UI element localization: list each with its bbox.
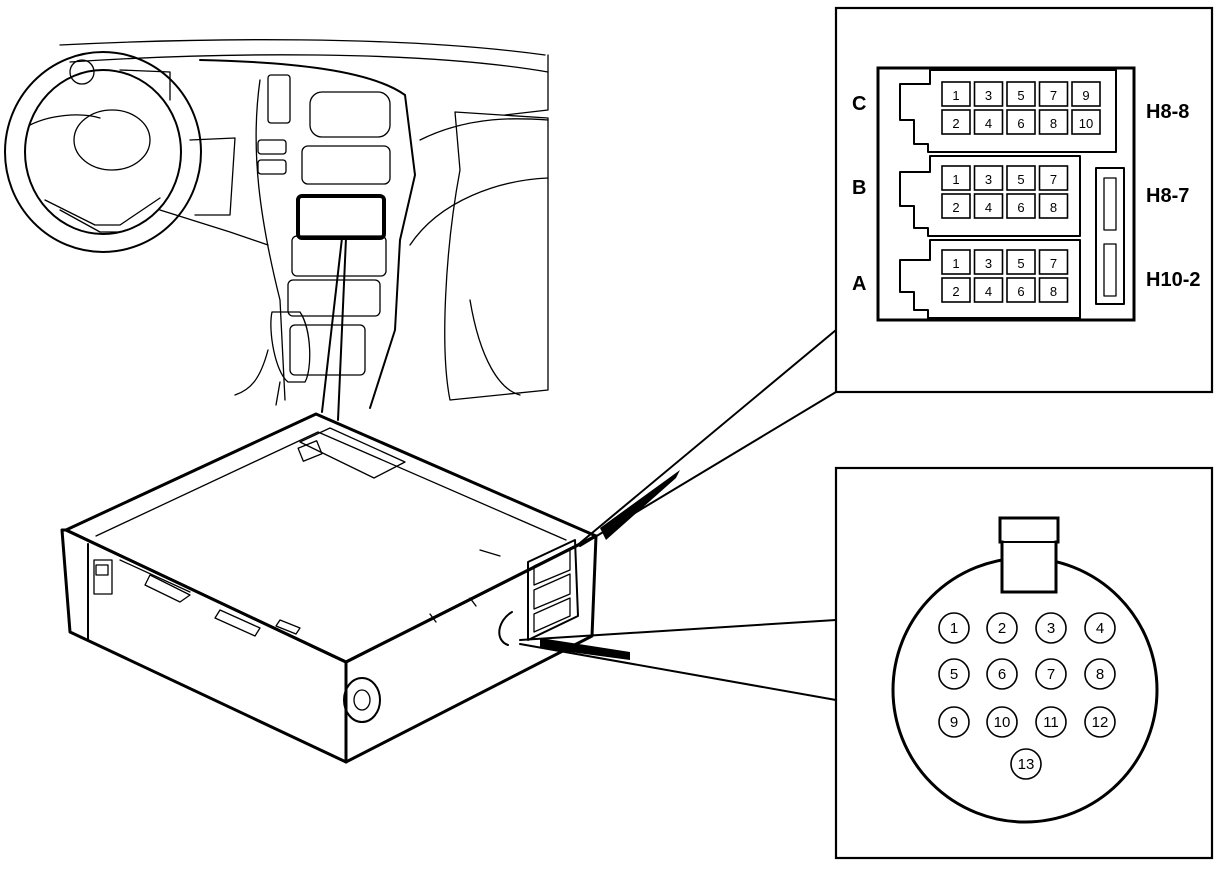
pin-box-row-b-4	[973, 193, 1004, 219]
round-pin-label-2: 2	[998, 620, 1006, 637]
pin-label-row-a-8: 8	[1050, 284, 1057, 299]
pin-label-row-b-6: 6	[1017, 200, 1024, 215]
pin-box-row-b-5	[1006, 165, 1036, 191]
pin-label-row-b-5: 5	[1017, 172, 1024, 187]
console-controls	[257, 74, 391, 376]
pin-box-row-b-3	[973, 165, 1004, 191]
round-pin-label-5: 5	[950, 666, 958, 683]
round-pin-8	[1084, 658, 1116, 690]
round-pin-label-10: 10	[994, 714, 1011, 731]
pin-box-row-c-5	[1006, 81, 1036, 107]
gear-shift	[270, 311, 311, 406]
round-pin-label-13: 13	[1018, 756, 1035, 773]
pin-label-row-a-5: 5	[1017, 256, 1024, 271]
pin-box-row-c-10	[1071, 109, 1101, 135]
pin-label-row-a-4: 4	[985, 284, 992, 299]
pin-box-row-c-4	[973, 109, 1004, 135]
radio-slot	[296, 194, 386, 240]
pin-label-row-c-10: 10	[1079, 116, 1093, 131]
pin-box-row-c-2	[941, 109, 971, 135]
round-pin-6	[986, 658, 1018, 690]
pin-label-row-c-3: 3	[985, 88, 992, 103]
pin-box-row-a-3	[973, 249, 1004, 275]
pin-box-row-c-7	[1038, 81, 1069, 107]
round-pin-12	[1084, 706, 1116, 738]
pin-box-row-a-8	[1038, 277, 1069, 303]
pin-label-row-c-4: 4	[985, 116, 992, 131]
row-letter-a: A	[852, 273, 866, 295]
round-pin-9	[938, 706, 970, 738]
pin-label-row-b-3: 3	[985, 172, 992, 187]
pin-label-row-a-3: 3	[985, 256, 992, 271]
round-pin-label-6: 6	[998, 666, 1006, 683]
radio-unit	[60, 412, 598, 764]
pin-label-row-c-9: 9	[1082, 88, 1089, 103]
round-pin-label-7: 7	[1047, 666, 1055, 683]
pin-label-row-b-7: 7	[1050, 172, 1057, 187]
pin-label-row-c-1: 1	[952, 88, 959, 103]
round-pin-13	[1010, 748, 1042, 780]
pin-box-row-c-8	[1038, 109, 1069, 135]
round-pin-3	[1035, 612, 1067, 644]
connector-code-h10-2: H10-2	[1146, 269, 1200, 291]
round-pin-label-12: 12	[1092, 714, 1109, 731]
pin-box-row-c-9	[1071, 81, 1101, 107]
round-pin-label-11: 11	[1043, 714, 1059, 731]
round-pin-label-1: 1	[950, 620, 958, 637]
connector-code-h8-8: H8-8	[1146, 101, 1189, 123]
pin-box-row-b-7	[1038, 165, 1069, 191]
pin-box-row-b-6	[1006, 193, 1036, 219]
round-pin-11	[1035, 706, 1067, 738]
pin-box-row-a-5	[1006, 249, 1036, 275]
pin-box-row-a-2	[941, 277, 971, 303]
pin-label-row-c-5: 5	[1017, 88, 1024, 103]
pin-label-row-a-7: 7	[1050, 256, 1057, 271]
pin-label-row-c-2: 2	[952, 116, 959, 131]
row-letter-c: C	[852, 93, 866, 115]
round-pin-4	[1084, 612, 1116, 644]
pin-label-row-a-1: 1	[952, 256, 959, 271]
pin-label-row-c-8: 8	[1050, 116, 1057, 131]
pin-box-row-c-6	[1006, 109, 1036, 135]
connector-code-h8-7: H8-7	[1146, 185, 1189, 207]
pin-label-row-b-4: 4	[985, 200, 992, 215]
pin-box-row-a-1	[941, 249, 971, 275]
round-pin-7	[1035, 658, 1067, 690]
pin-label-row-a-6: 6	[1017, 284, 1024, 299]
pin-box-row-b-8	[1038, 193, 1069, 219]
callout-leaders	[519, 329, 837, 701]
dashboard-illustration	[4, 39, 549, 421]
pin-label-row-c-7: 7	[1050, 88, 1057, 103]
round-pin-label-3: 3	[1047, 620, 1055, 637]
pin-box-row-a-7	[1038, 249, 1069, 275]
round-pin-1	[938, 612, 970, 644]
pin-box-row-b-1	[941, 165, 971, 191]
steering-wheel	[4, 51, 202, 253]
pin-label-row-b-8: 8	[1050, 200, 1057, 215]
round-pin-label-9: 9	[950, 714, 958, 731]
pin-label-row-b-2: 2	[952, 200, 959, 215]
row-letter-b: B	[852, 177, 866, 199]
round-pin-label-4: 4	[1096, 620, 1104, 637]
round-pin-label-8: 8	[1096, 666, 1104, 683]
pin-label-row-c-6: 6	[1017, 116, 1024, 131]
pin-box-row-a-6	[1006, 277, 1036, 303]
round-pin-5	[938, 658, 970, 690]
round-pin-10	[986, 706, 1018, 738]
pin-box-row-c-3	[973, 81, 1004, 107]
pin-label-row-a-2: 2	[952, 284, 959, 299]
pin-box-row-a-4	[973, 277, 1004, 303]
pin-label-row-b-1: 1	[952, 172, 959, 187]
pin-box-row-b-2	[941, 193, 971, 219]
round-pin-2	[986, 612, 1018, 644]
pin-box-row-c-1	[941, 81, 971, 107]
